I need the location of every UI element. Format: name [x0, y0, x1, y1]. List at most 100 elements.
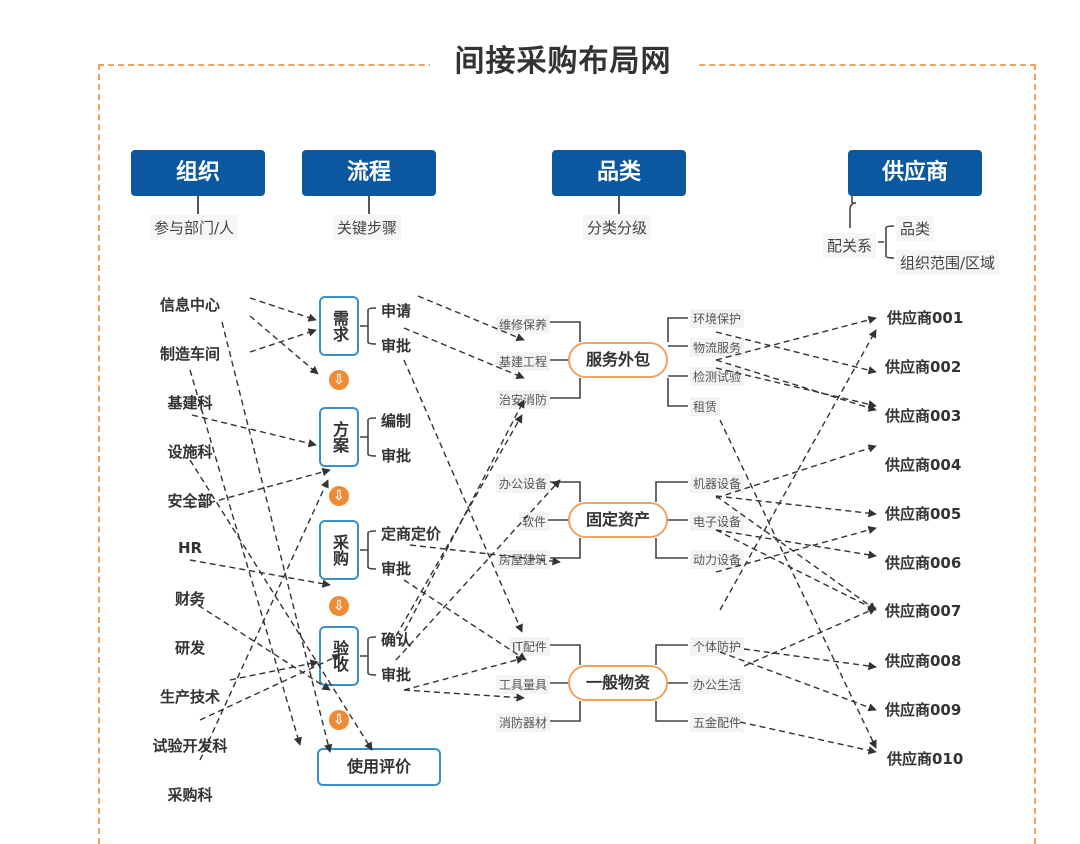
relation-arrow [719, 651, 877, 712]
relation-arrow [199, 479, 329, 761]
substep: 申请 [381, 302, 412, 320]
relation-arrow [189, 599, 331, 691]
category-leaf: 消防器材 [496, 713, 551, 732]
bracket-lines [360, 196, 895, 722]
category-leaf: 环境保护 [690, 309, 745, 328]
relation-arrow [715, 529, 877, 559]
org-item: 采购科 [167, 786, 213, 804]
down-arrow-circle-icon: ⇩ [329, 370, 349, 390]
relation-arrow [715, 315, 877, 361]
category-leaf: 机器设备 [690, 474, 745, 493]
diagram-title: 间接采购布局网 [430, 40, 696, 84]
step-purchase: 采购 [319, 520, 359, 580]
org-item: 信息中心 [159, 296, 220, 314]
relation-arrow [409, 544, 561, 566]
category-leaf: 个体防护 [690, 637, 745, 656]
substep: 审批 [381, 560, 412, 578]
relation-arrow [715, 444, 877, 499]
relation-arrow [403, 327, 525, 379]
org-item: 制造车间 [159, 345, 220, 363]
category-fixed-assets: 固定资产 [568, 502, 668, 538]
org-item: 设施科 [167, 443, 213, 461]
supplier-item: 供应商001 [887, 309, 964, 327]
connector [618, 196, 620, 214]
category-general-materials: 一般物资 [568, 665, 668, 701]
category-leaf: 动力设备 [690, 550, 745, 569]
substep: 定商定价 [381, 525, 442, 543]
category-leaf: 工具量具 [496, 675, 551, 694]
relation-arrow [189, 459, 373, 751]
relation-arrow [189, 559, 331, 588]
category-leaf: 租赁 [690, 397, 721, 416]
relation-arrow [715, 331, 877, 375]
header-supplier: 供应商 [848, 150, 982, 196]
relation-arrow [719, 329, 877, 611]
header-organization: 组织 [131, 150, 265, 196]
step-plan: 方案 [319, 407, 359, 467]
relation-arrow [249, 315, 319, 375]
relation-arrow [743, 607, 877, 667]
header-process-sub: 关键步骤 [333, 215, 402, 240]
relation-arrows [189, 295, 877, 761]
supplier-item: 供应商002 [885, 358, 962, 376]
relation-arrow [395, 479, 561, 661]
relation-arrow [221, 321, 333, 753]
header-process: 流程 [302, 150, 436, 196]
supplier-item: 供应商006 [885, 554, 962, 572]
category-leaf: IT配件 [509, 637, 550, 656]
down-arrow-circle-icon: ⇩ [329, 596, 349, 616]
step-evaluation: 使用评价 [317, 748, 441, 786]
org-item: HR [177, 539, 203, 557]
relation-arrow [189, 369, 302, 746]
down-arrow-circle-icon: ⇩ [329, 710, 349, 730]
header-category: 品类 [552, 150, 686, 196]
substep: 编制 [381, 412, 412, 430]
connector-layer [189, 196, 895, 761]
supplier-item: 供应商010 [887, 750, 964, 768]
category-leaf: 五金配件 [690, 713, 745, 732]
substep: 审批 [381, 666, 412, 684]
relation-arrow [229, 659, 319, 681]
org-item: 基建科 [167, 394, 213, 412]
category-leaf: 电子设备 [690, 512, 745, 531]
relation-arrow [715, 367, 877, 409]
relation-arrow [249, 297, 317, 322]
relation-arrow [719, 419, 877, 749]
relation-arrow [403, 655, 525, 691]
connector [368, 196, 370, 214]
relation-arrow [715, 495, 877, 518]
relation-arrow [715, 359, 877, 412]
org-item: 生产技术 [159, 688, 220, 706]
substep: 审批 [381, 447, 412, 465]
down-arrow-circle-icon: ⇩ [329, 486, 349, 506]
substep: 确认 [381, 631, 412, 649]
relation-arrow [743, 648, 877, 671]
relation-arrow [403, 689, 525, 702]
header-supplier-sub-item: 品类 [896, 216, 935, 241]
category-service-outsourcing: 服务外包 [568, 342, 668, 378]
substep: 审批 [381, 337, 412, 355]
relation-arrow [715, 525, 877, 573]
header-category-sub: 分类分级 [583, 215, 652, 240]
relation-arrow [191, 414, 317, 448]
org-item: 研发 [174, 639, 205, 657]
category-leaf: 办公设备 [496, 474, 551, 493]
category-leaf: 基建工程 [496, 352, 551, 371]
relation-arrow [189, 467, 331, 509]
supplier-item: 供应商008 [885, 652, 962, 670]
relation-arrow [395, 414, 523, 637]
supplier-item: 供应商004 [885, 456, 962, 474]
relation-arrow [715, 529, 877, 611]
step-demand: 需求 [319, 296, 359, 356]
header-supplier-sub-item: 组织范围/区域 [896, 250, 1000, 275]
org-item: 财务 [174, 590, 205, 608]
header-organization-sub: 参与部门/人 [150, 215, 239, 240]
category-leaf: 办公生活 [690, 675, 745, 694]
relation-arrow [739, 721, 877, 755]
header-supplier-sub: 配关系 [823, 233, 877, 258]
supplier-item: 供应商009 [885, 701, 962, 719]
supplier-item: 供应商003 [885, 407, 962, 425]
connector [197, 196, 199, 214]
relation-arrow [249, 328, 317, 353]
relation-arrow [399, 399, 525, 641]
